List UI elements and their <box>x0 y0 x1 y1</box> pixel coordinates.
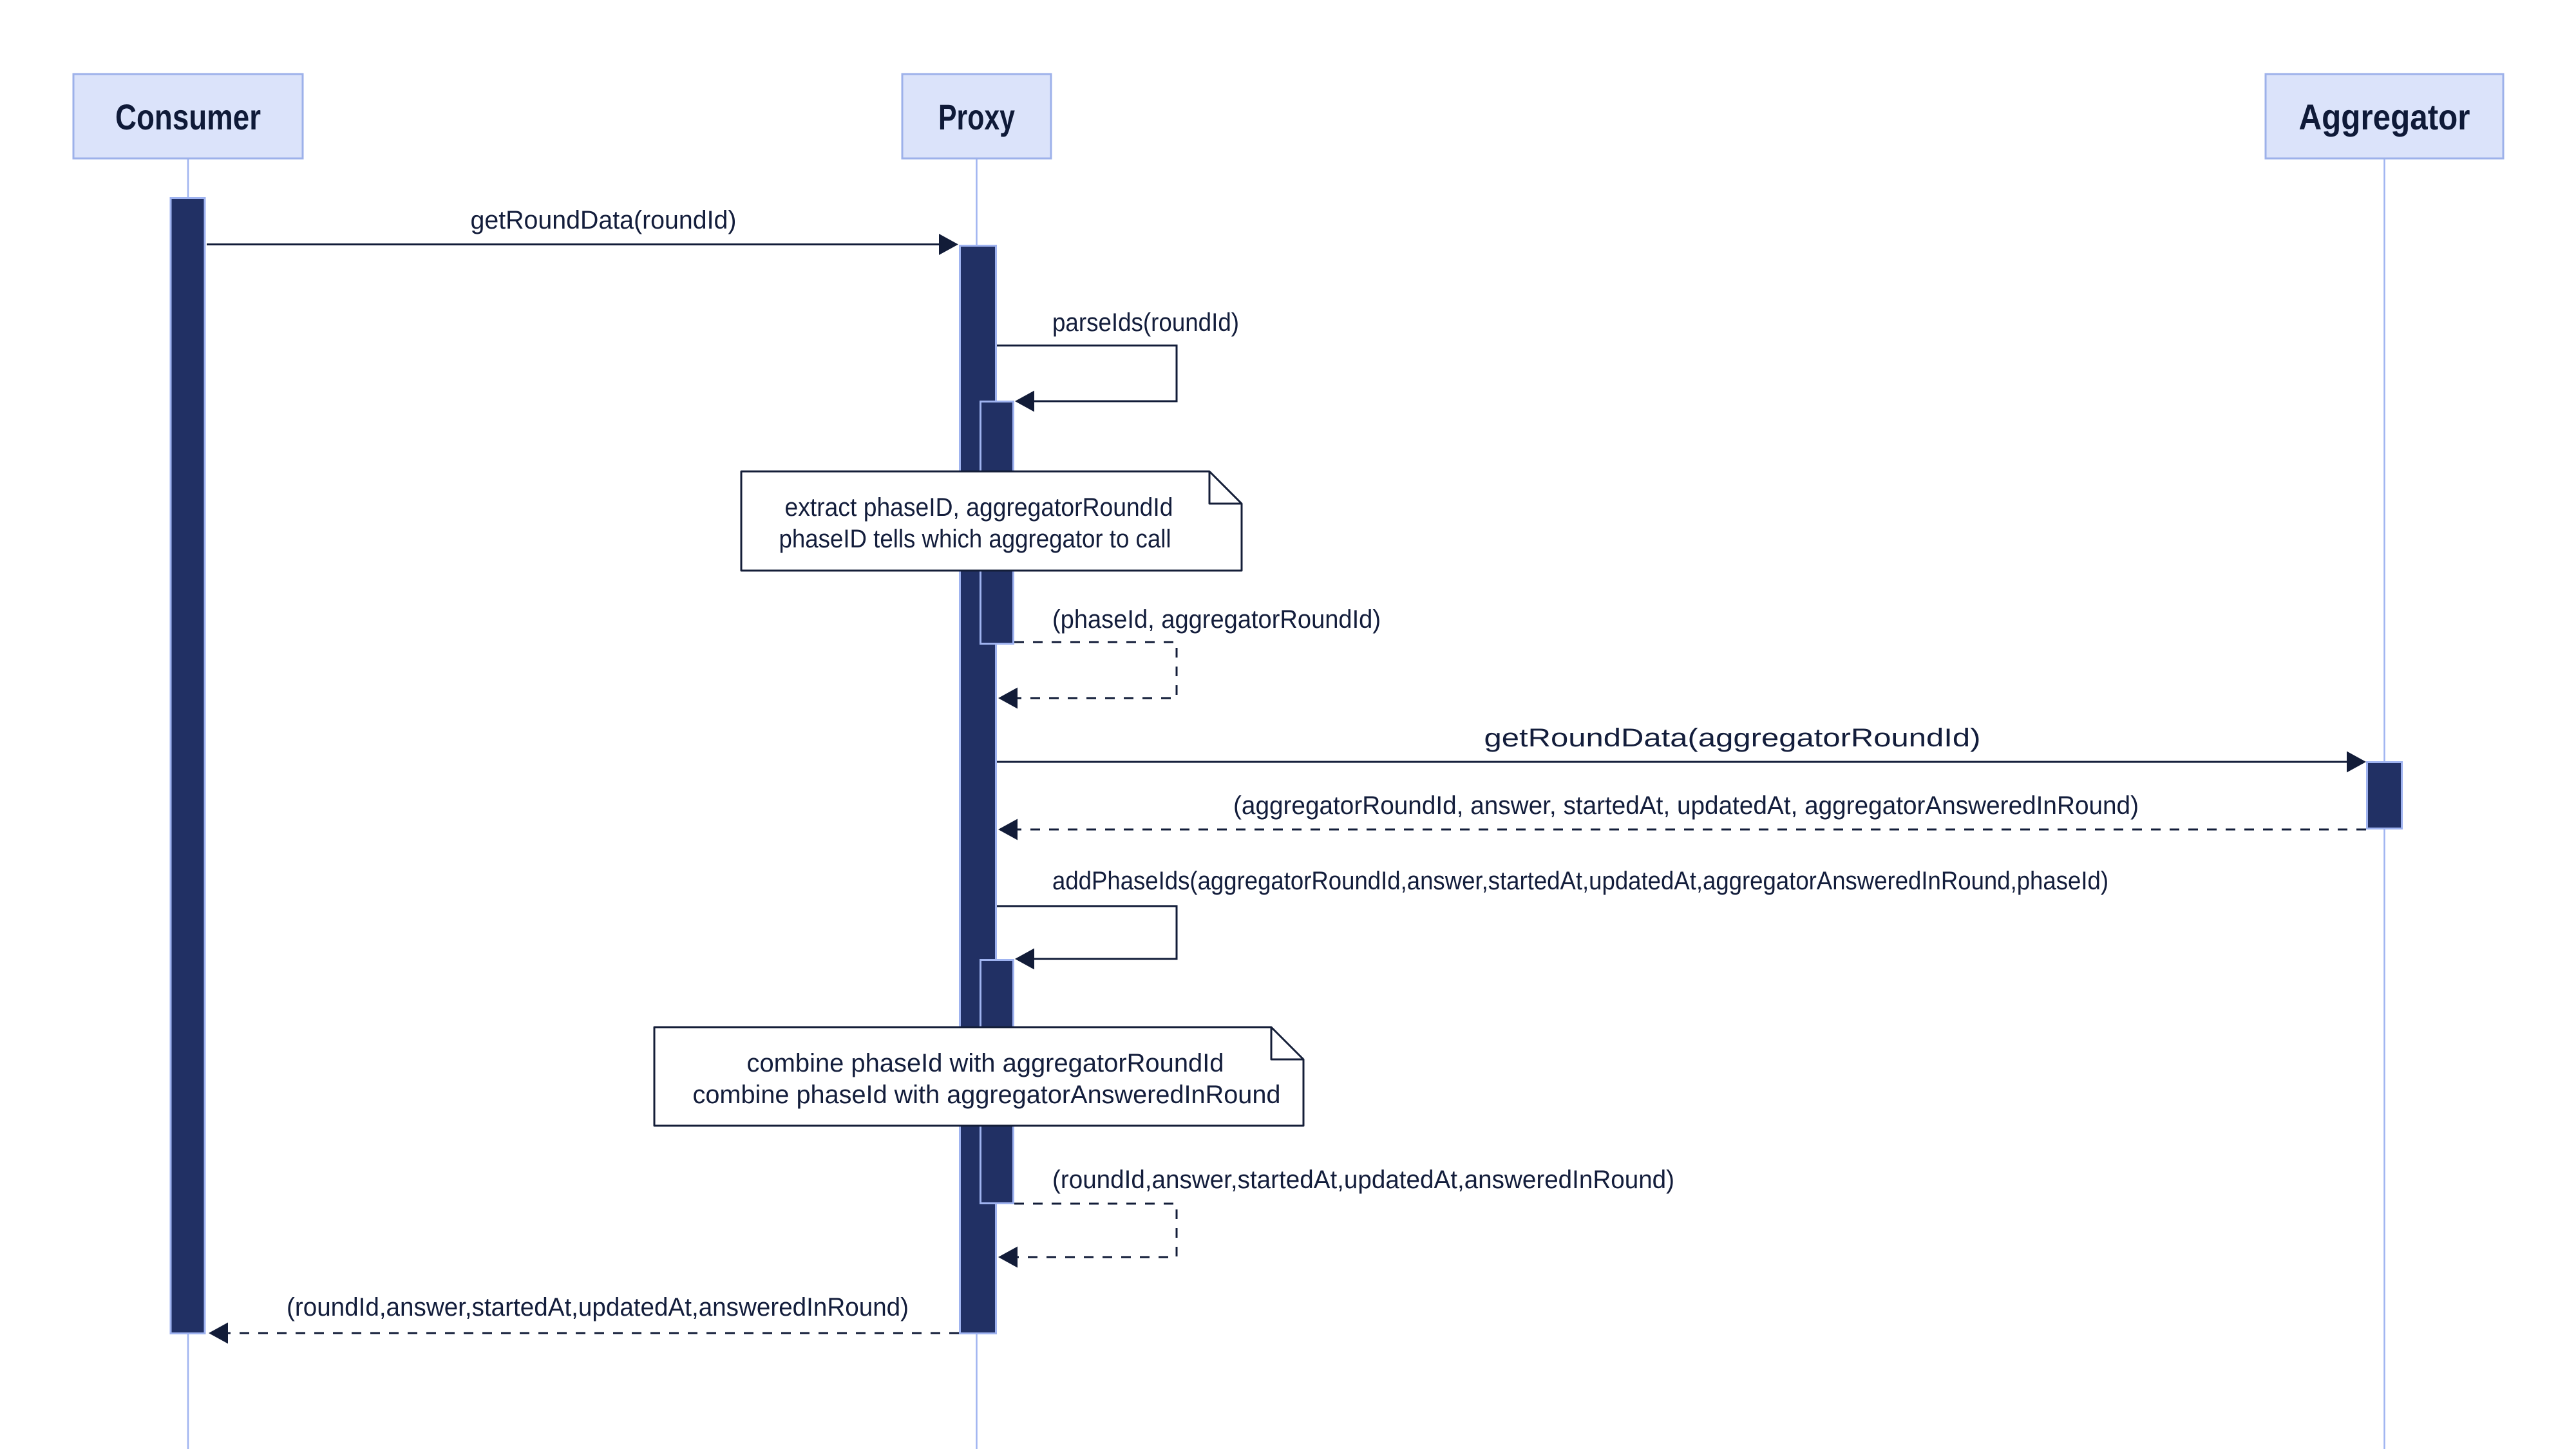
svg-text:getRoundData(aggregatorRoundId: getRoundData(aggregatorRoundId) <box>1484 724 1981 752</box>
svg-text:(roundId,answer,startedAt,upda: (roundId,answer,startedAt,updatedAt,answ… <box>287 1293 909 1321</box>
svg-text:getRoundData(roundId): getRoundData(roundId) <box>471 206 737 234</box>
svg-text:(roundId,answer,startedAt,upda: (roundId,answer,startedAt,updatedAt,answ… <box>1052 1166 1674 1194</box>
svg-text:Consumer: Consumer <box>115 97 261 137</box>
svg-text:parseIds(roundId): parseIds(roundId) <box>1052 308 1239 337</box>
svg-text:Proxy: Proxy <box>938 97 1015 137</box>
svg-text:addPhaseIds(aggregatorRoundId,: addPhaseIds(aggregatorRoundId,answer,sta… <box>1052 867 2108 895</box>
svg-text:(phaseId, aggregatorRoundId): (phaseId, aggregatorRoundId) <box>1052 605 1381 634</box>
svg-text:combine phaseId with aggregato: combine phaseId with aggregatorAnsweredI… <box>693 1081 1281 1109</box>
svg-text:(aggregatorRoundId, answer, st: (aggregatorRoundId, answer, startedAt, u… <box>1233 791 2139 820</box>
svg-text:Aggregator: Aggregator <box>2299 97 2470 137</box>
svg-text:phaseID tells which aggregator: phaseID tells which aggregator to call <box>779 525 1171 553</box>
svg-text:extract phaseID, aggregatorRou: extract phaseID, aggregatorRoundId <box>785 493 1173 522</box>
svg-text:combine phaseId with aggregato: combine phaseId with aggregatorRoundId <box>747 1049 1224 1077</box>
